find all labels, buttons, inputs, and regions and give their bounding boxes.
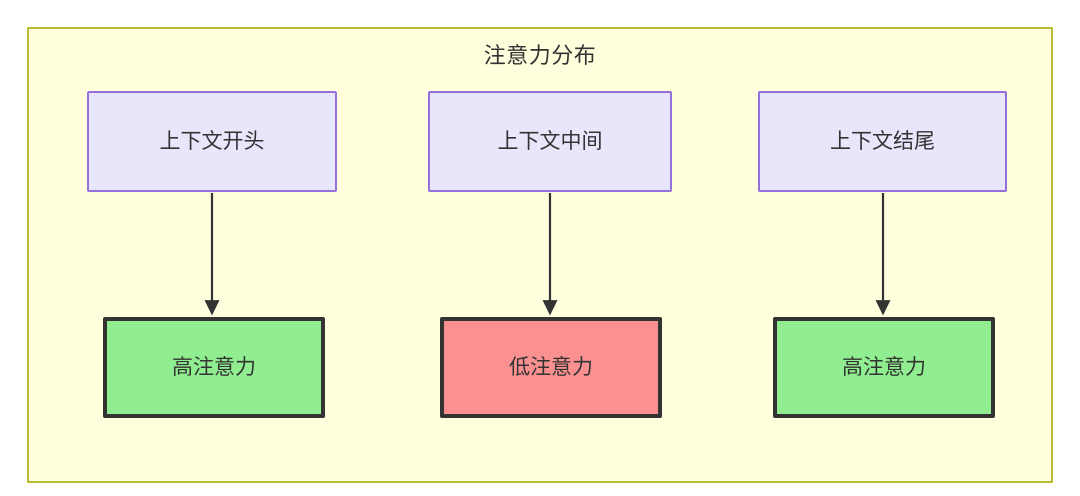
node-attention-low-middle[interactable]: 低注意力: [440, 317, 662, 418]
node-context-end[interactable]: 上下文结尾: [758, 91, 1007, 192]
node-label: 高注意力: [842, 355, 926, 379]
node-label: 低注意力: [509, 355, 593, 379]
node-context-start[interactable]: 上下文开头: [87, 91, 337, 192]
node-attention-high-start[interactable]: 高注意力: [103, 317, 325, 418]
node-attention-high-end[interactable]: 高注意力: [773, 317, 995, 418]
diagram-title: 注意力分布: [483, 43, 597, 68]
node-label: 上下文中间: [497, 129, 603, 153]
node-context-middle[interactable]: 上下文中间: [428, 91, 672, 192]
node-label: 高注意力: [172, 355, 256, 379]
node-label: 上下文结尾: [830, 129, 935, 153]
node-label: 上下文开头: [159, 129, 265, 153]
